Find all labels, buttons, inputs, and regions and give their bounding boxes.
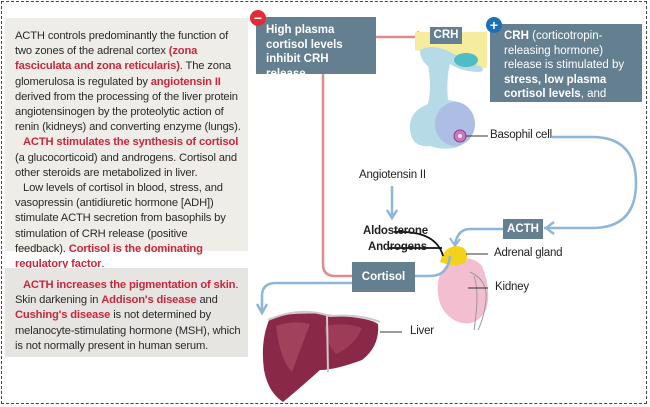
acth-arrowhead bbox=[543, 221, 555, 235]
text: CRH bbox=[504, 30, 529, 42]
crh-label: CRH bbox=[430, 27, 462, 44]
androgens-label: Androgens bbox=[368, 241, 427, 253]
hypothalamic-nucleus bbox=[454, 53, 478, 67]
adrenal-gland-label: Adrenal gland bbox=[494, 247, 563, 259]
aldosterone-leader bbox=[393, 231, 444, 257]
acth-to-adrenal-arrow bbox=[453, 227, 503, 245]
text: derived from the processing of the liver… bbox=[15, 90, 241, 134]
plus-icon: + bbox=[486, 17, 502, 33]
acth-label: ACTH bbox=[503, 219, 543, 239]
text: and bbox=[196, 294, 218, 307]
highlight-cortisol-synthesis: ACTH stimulates the synthesis of cortiso… bbox=[23, 136, 239, 149]
highlight-regulatory-factor: Cortisol is the dominating regulatory fa… bbox=[15, 242, 203, 271]
basophil-cell-label: Basophil cell bbox=[490, 129, 552, 141]
kidney-label: Kidney bbox=[495, 281, 529, 293]
angiotensin-label: Angiotensin II bbox=[359, 169, 426, 181]
pigmentation-textbox: ACTH increases the pigmentation of skin.… bbox=[5, 268, 248, 357]
liver-ligament bbox=[267, 310, 381, 323]
inhibit-crh-box: High plasma cortisol levels inhibit CRH … bbox=[256, 17, 376, 80]
crh-stimulation-box: CRH (corticotropin-releasing hormone) re… bbox=[490, 24, 642, 115]
minus-icon: − bbox=[250, 10, 266, 26]
text: . The zona glomerulosa is regulated by bbox=[15, 60, 231, 88]
text: (corticotropin-releasing hormone) releas… bbox=[504, 30, 625, 71]
highlight-angiotensin: angiotensin II bbox=[150, 75, 221, 88]
adrenal-gland bbox=[440, 246, 467, 265]
liver-label: Liver bbox=[410, 325, 434, 337]
text: (a glucocorticoid) and androgens. Cortis… bbox=[15, 151, 237, 179]
highlight-pigmentation: ACTH increases the pigmentation of skin bbox=[23, 279, 236, 291]
acth-function-textbox: ACTH controls predominantly the function… bbox=[5, 18, 248, 270]
aldosterone-label: Aldosterone bbox=[363, 225, 428, 237]
adrenal-to-cortisol-arrow bbox=[415, 255, 452, 278]
text: ACTH controls predominantly the function… bbox=[15, 30, 229, 58]
text: vasopressin (ADH) bbox=[504, 102, 607, 115]
text: . bbox=[101, 258, 105, 271]
cortisol-to-liver-arrow bbox=[260, 281, 352, 311]
ureter bbox=[469, 271, 487, 331]
acth-release-arrow bbox=[544, 135, 638, 230]
highlight-addisons: Addison's disease bbox=[101, 294, 197, 307]
text: is not determined by melanocyte-stimulat… bbox=[15, 309, 241, 352]
text: , and bbox=[580, 88, 607, 100]
text: Low levels of cortisol in blood, stress,… bbox=[15, 182, 226, 255]
cortisol-label: Cortisol bbox=[352, 262, 415, 292]
text: stress, low plasma cortisol levels bbox=[504, 73, 607, 101]
inhibit-feedback-arrow bbox=[321, 74, 352, 278]
text: . Skin darkening in bbox=[15, 279, 239, 307]
highlight-zones: (zona fasciculata and zona reticularis) bbox=[15, 45, 198, 73]
highlight-cushings: Cushing's disease bbox=[15, 309, 111, 322]
